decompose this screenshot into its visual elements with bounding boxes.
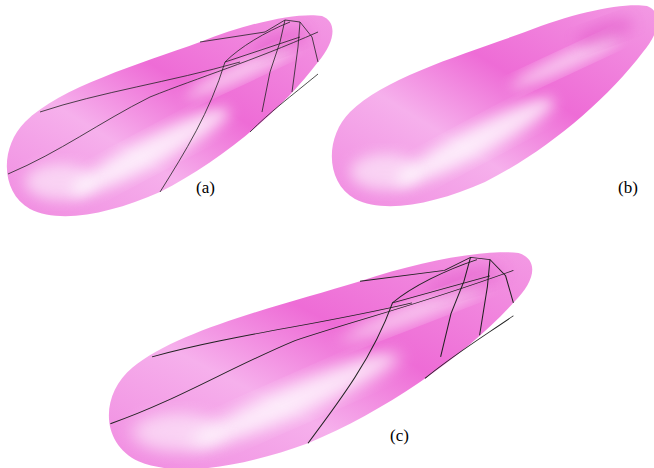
- panel-label: (b): [618, 178, 638, 198]
- panel-label: (a): [196, 178, 215, 198]
- panel-label: (c): [390, 426, 409, 446]
